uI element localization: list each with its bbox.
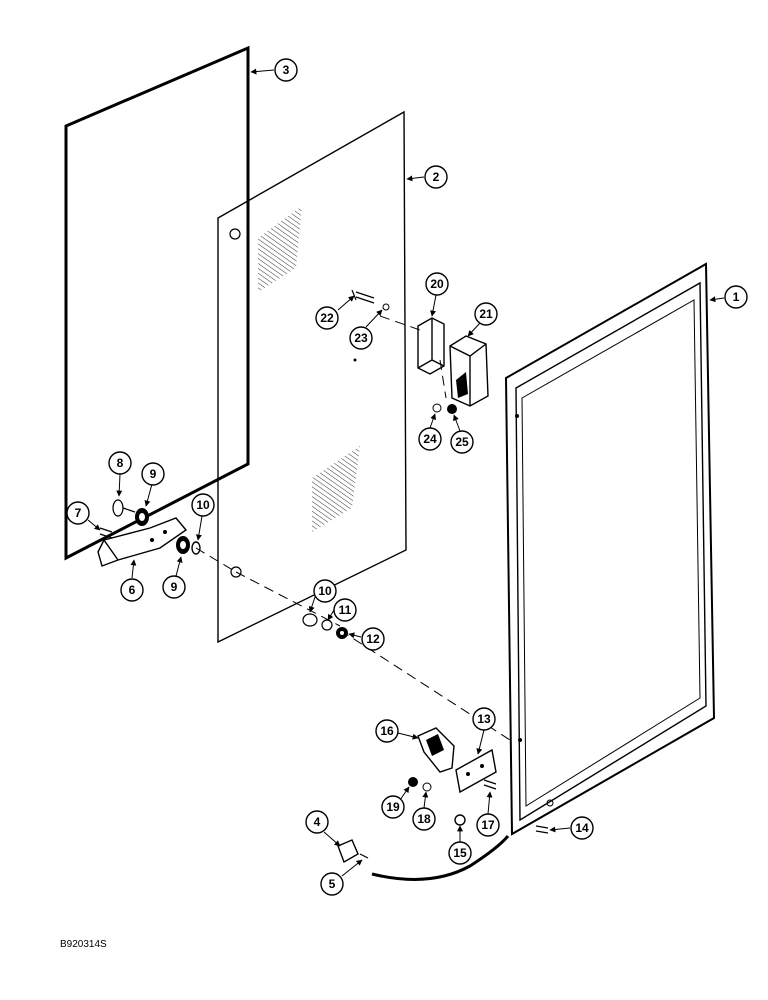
svg-text:20: 20	[430, 277, 444, 291]
svg-text:23: 23	[354, 331, 368, 345]
callout-20: 20	[425, 272, 449, 317]
svg-text:10: 10	[318, 584, 332, 598]
callout-2: 2	[406, 165, 448, 189]
callout-21: 21	[467, 302, 498, 337]
svg-text:25: 25	[455, 435, 469, 449]
callout-24: 24	[418, 413, 442, 451]
svg-text:2: 2	[433, 170, 440, 184]
svg-text:17: 17	[481, 818, 495, 832]
svg-text:3: 3	[283, 63, 290, 77]
glass-panel-part-2	[217, 110, 407, 644]
svg-text:1: 1	[733, 290, 740, 304]
callout-9-upper: 9	[141, 462, 165, 507]
callout-14: 14	[549, 816, 594, 840]
callout-25: 25	[450, 414, 474, 454]
latch-group	[417, 317, 489, 407]
callout-22: 22	[315, 295, 355, 330]
door-frame-part-1	[504, 262, 716, 836]
callout-15: 15	[448, 825, 472, 865]
svg-text:15: 15	[453, 846, 467, 860]
callout-19: 19	[381, 786, 410, 819]
svg-text:24: 24	[423, 432, 437, 446]
svg-text:11: 11	[339, 603, 352, 617]
callout-6: 6	[120, 559, 144, 602]
svg-text:22: 22	[320, 311, 334, 325]
svg-text:5: 5	[329, 877, 336, 891]
svg-text:16: 16	[380, 724, 394, 738]
callout-4: 4	[305, 810, 341, 847]
svg-text:8: 8	[117, 456, 124, 470]
svg-text:4: 4	[314, 815, 321, 829]
callout-12: 12	[348, 627, 385, 651]
callout-23: 23	[349, 309, 383, 350]
svg-text:9: 9	[171, 580, 178, 594]
lower-hinge-group	[408, 727, 549, 834]
svg-text:9: 9	[150, 467, 157, 481]
seal-part-3	[64, 45, 250, 561]
svg-text:6: 6	[129, 583, 136, 597]
svg-text:19: 19	[386, 800, 400, 814]
callout-1: 1	[709, 285, 748, 309]
callout-8: 8	[108, 451, 132, 497]
callout-7: 7	[66, 501, 101, 531]
svg-text:10: 10	[196, 498, 210, 512]
callout-16: 16	[375, 719, 419, 743]
callout-13: 13	[472, 707, 496, 755]
callout-18: 18	[412, 791, 436, 831]
hinge-hardware	[99, 499, 201, 555]
washers-nut-group	[302, 613, 348, 639]
check-cable-group	[337, 835, 510, 881]
svg-text:21: 21	[479, 307, 493, 321]
svg-text:12: 12	[366, 632, 380, 646]
drawing-id-label: B920314S	[60, 939, 107, 950]
callout-17: 17	[476, 791, 500, 837]
svg-text:7: 7	[75, 506, 82, 520]
callout-5: 5	[320, 859, 363, 896]
latch-fasteners	[351, 289, 457, 414]
hinge-bracket-part-6	[97, 517, 188, 567]
callout-9-lower: 9	[162, 556, 186, 599]
svg-text:13: 13	[477, 712, 491, 726]
svg-text:18: 18	[417, 812, 431, 826]
callout-11: 11	[327, 598, 357, 622]
callout-10-upper: 10	[191, 493, 215, 541]
svg-text:14: 14	[575, 821, 589, 835]
callout-10-lower: 10	[308, 579, 337, 613]
callout-3: 3	[250, 58, 298, 82]
